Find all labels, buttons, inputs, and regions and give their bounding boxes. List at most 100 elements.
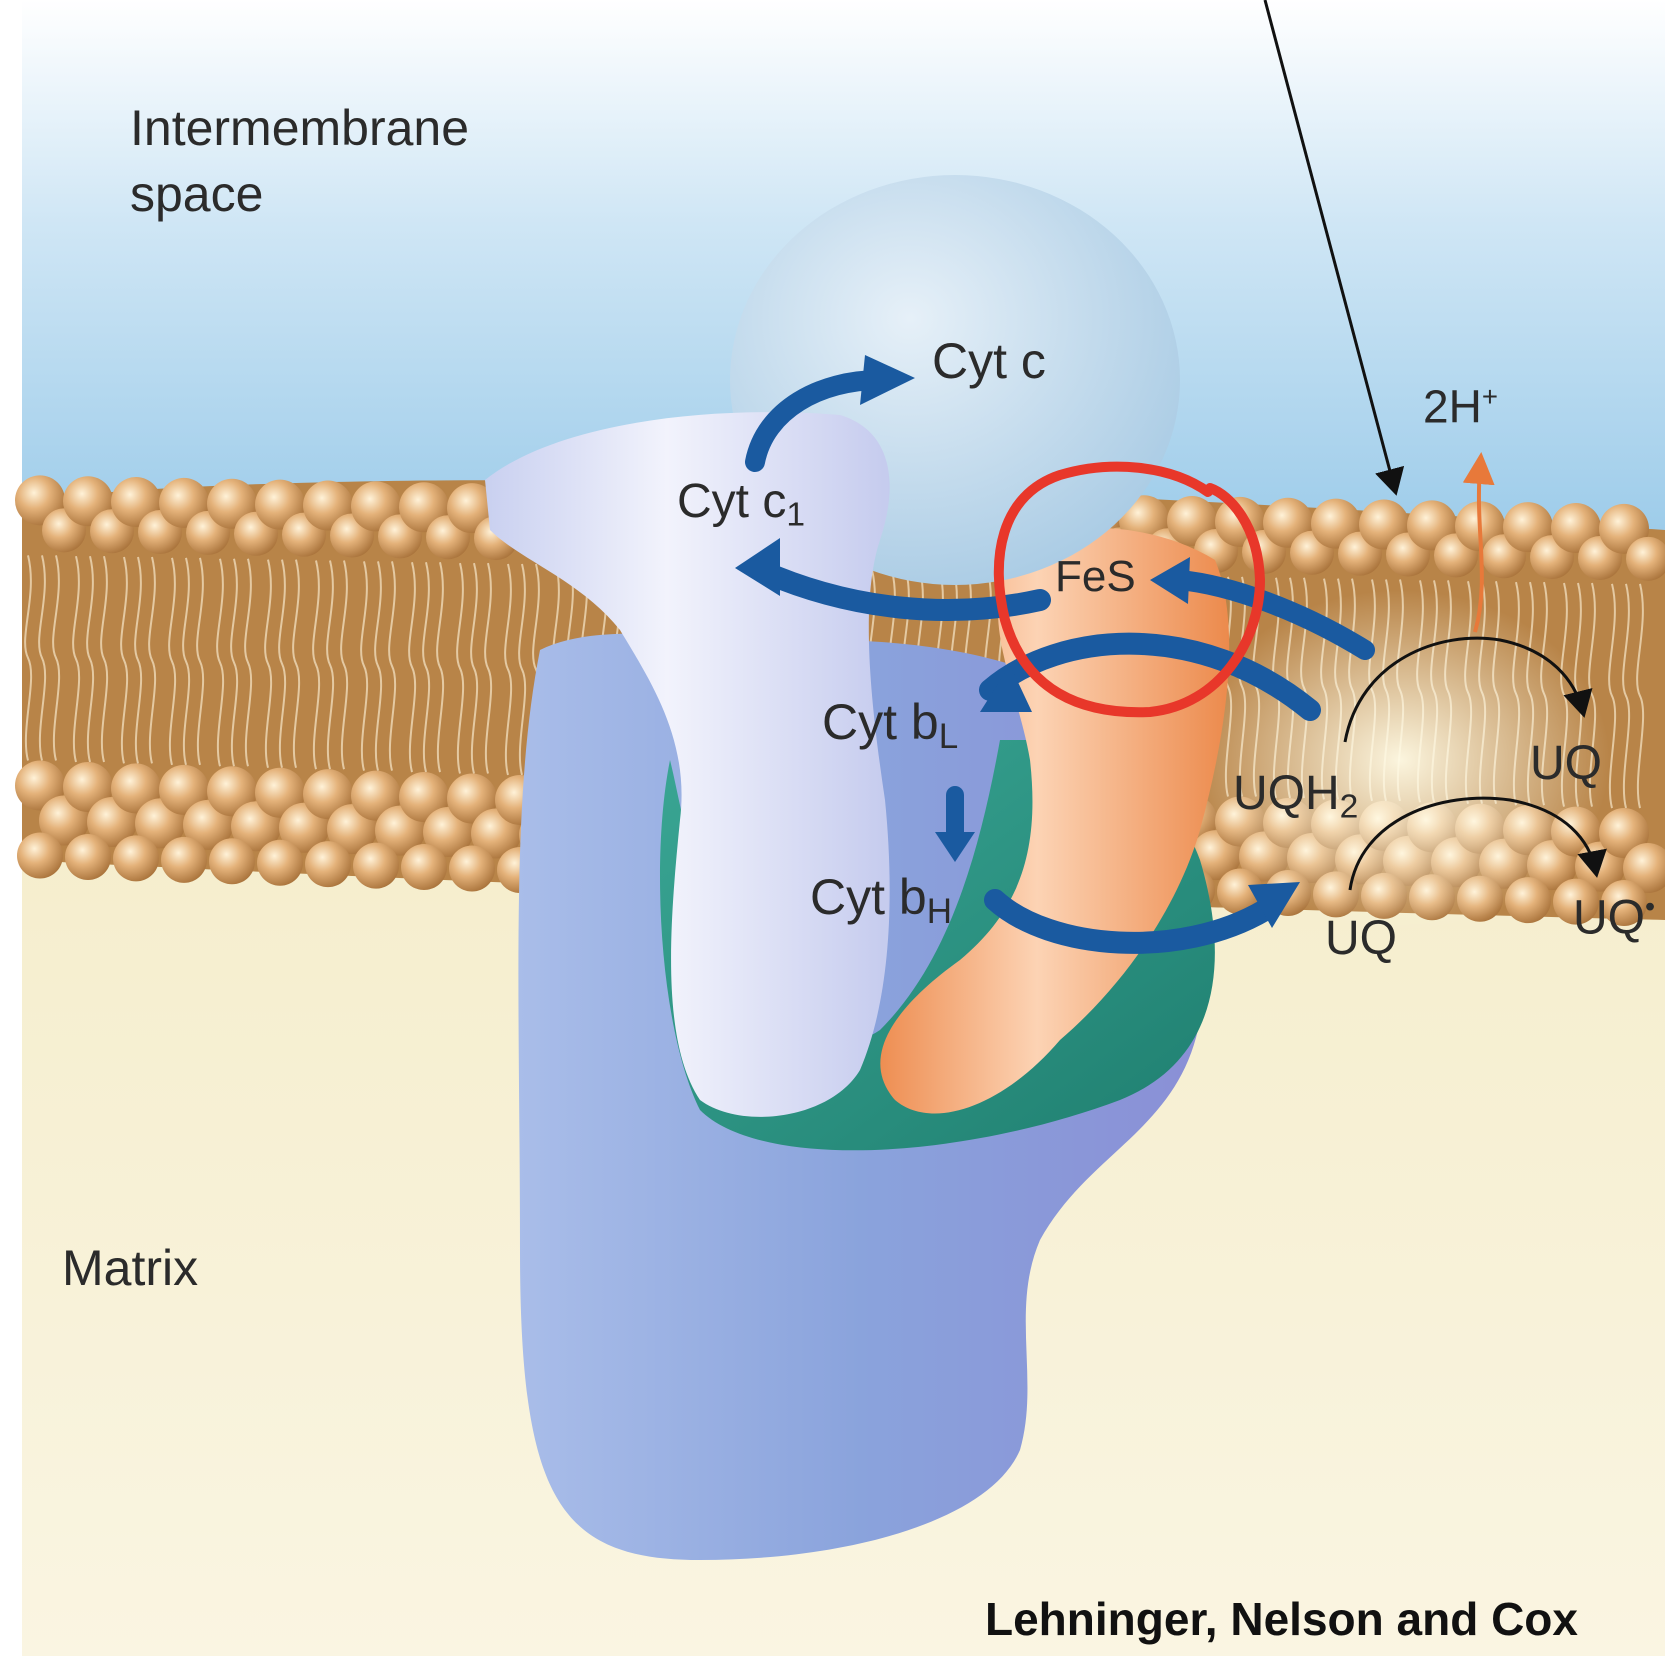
arrowhead-to-cyt-c: [860, 355, 915, 405]
lipid-head: [1623, 843, 1665, 894]
lipid-tail: [484, 562, 493, 774]
lipid-tail: [72, 555, 81, 763]
uq-radical-label: UQ•: [1573, 893, 1655, 942]
lipid-tail: [216, 558, 225, 767]
lipid-head: [15, 760, 65, 811]
lipid-tail: [182, 557, 191, 766]
lipid-head: [353, 842, 399, 889]
lipid-head: [113, 835, 159, 882]
uq-top-label: UQ: [1530, 737, 1602, 790]
arrow-heads: [735, 355, 1300, 928]
fes-label: FeS: [1055, 552, 1136, 601]
lipid-head: [1601, 880, 1647, 927]
uq-bottom-label: UQ: [1325, 912, 1397, 965]
lipid-tail: [518, 563, 527, 776]
lipid-tail: [470, 562, 479, 774]
annotation-circle-fes: [993, 461, 1266, 718]
lipid-head: [207, 766, 257, 817]
lipid-tail: [408, 561, 417, 773]
annotation-pointer-arrow: [1263, 0, 1405, 496]
lipid-head: [1599, 808, 1649, 859]
lipid-head: [17, 832, 63, 879]
lipid-tail: [504, 563, 513, 776]
cyt-bh-main: Cyt b: [810, 869, 927, 925]
lipid-tail: [388, 561, 397, 771]
lipid-head: [449, 845, 495, 892]
lipid-head: [447, 773, 497, 824]
lipid-tail: [244, 558, 253, 767]
lipid-tail: [436, 561, 445, 773]
lipid-head: [159, 764, 209, 815]
lipid-tail: [1608, 583, 1617, 809]
lipid-tail: [312, 560, 321, 770]
cyt-bl-main: Cyt b: [822, 694, 939, 750]
proton-label: 2H+: [1423, 383, 1498, 430]
lipid-head: [351, 770, 401, 821]
lipid-tail: [374, 561, 383, 771]
cyt-c1-sub: 1: [786, 496, 806, 534]
cyt-c-label: Cyt c: [932, 333, 1046, 389]
lipid-tail: [168, 557, 177, 766]
uqh2-main: UQH: [1233, 767, 1340, 820]
arrowhead-to-cyt-bh: [935, 832, 975, 862]
lipid-tail: [86, 555, 95, 763]
fes-protein: [880, 527, 1230, 1114]
lipid-tail: [456, 562, 465, 774]
lipid-head: [257, 839, 303, 886]
cyt-c1-label: Cyt c1: [677, 478, 805, 532]
lipid-head: [65, 833, 111, 880]
arrow-bh-to-uq: [984, 889, 1276, 954]
proton-sup: +: [1481, 381, 1498, 412]
arrowhead-to-cyt-bl: [980, 665, 1032, 712]
proton-release-arrow: [1462, 452, 1495, 633]
lipid-tail: [100, 555, 109, 763]
arrow-uqh2-to-fes: [1170, 570, 1375, 660]
uq-radical-sup: •: [1645, 891, 1656, 923]
lipid-head: [63, 761, 113, 812]
lipid-tail: [326, 560, 335, 770]
lipid-tail: [422, 561, 431, 773]
lipid-tail: [196, 557, 205, 766]
lipid-tail: [340, 560, 349, 770]
source-credit: Lehninger, Nelson and Cox: [985, 1593, 1578, 1645]
lipid-tail: [264, 559, 273, 768]
lipid-head: [401, 844, 447, 891]
lipid-tail: [278, 559, 287, 768]
lipid-tail: [134, 556, 143, 764]
lipid-tail: [120, 556, 129, 764]
proton-main: 2H: [1423, 380, 1482, 433]
lipid-tail: [1636, 583, 1645, 809]
lipid-head: [303, 769, 353, 820]
cyt-bl-label: Cyt bL: [822, 697, 958, 754]
cyt-c1-main: Cyt c: [677, 475, 787, 528]
membrane-highlight: [1190, 590, 1610, 930]
uqh2-sub: 2: [1339, 788, 1359, 826]
lipid-head: [161, 836, 207, 883]
arc-uqh2-to-uq: [1343, 636, 1593, 743]
lipid-head: [255, 767, 305, 818]
lipid-tail: [24, 555, 33, 761]
lipid-tail: [230, 558, 239, 767]
left-border: [0, 0, 22, 1668]
lipid-tail: [148, 556, 157, 764]
bottom-border: [0, 1656, 1665, 1668]
lipid-head: [111, 763, 161, 814]
lipid-tail: [38, 555, 47, 761]
lipid-tail: [292, 559, 301, 768]
intermembrane-space-label: Intermembrane space: [130, 100, 470, 222]
lipid-head: [1626, 536, 1665, 581]
lipid-tail: [52, 555, 61, 761]
arrowhead-to-uq: [1248, 882, 1300, 928]
cyt-bh-sub: H: [926, 891, 952, 931]
uq-radical-main: UQ: [1573, 891, 1645, 945]
matrix-label: Matrix: [62, 1240, 199, 1296]
lipid-head: [209, 838, 255, 885]
arc-uq-to-uq-radical: [1348, 796, 1607, 891]
arrowhead-to-cyt-c1: [735, 538, 780, 596]
arrow-c1-to-c: [745, 370, 890, 472]
cyt-bl-sub: L: [938, 716, 959, 756]
cyt-bh-label: Cyt bH: [810, 872, 952, 929]
lipid-tail: [360, 561, 369, 771]
